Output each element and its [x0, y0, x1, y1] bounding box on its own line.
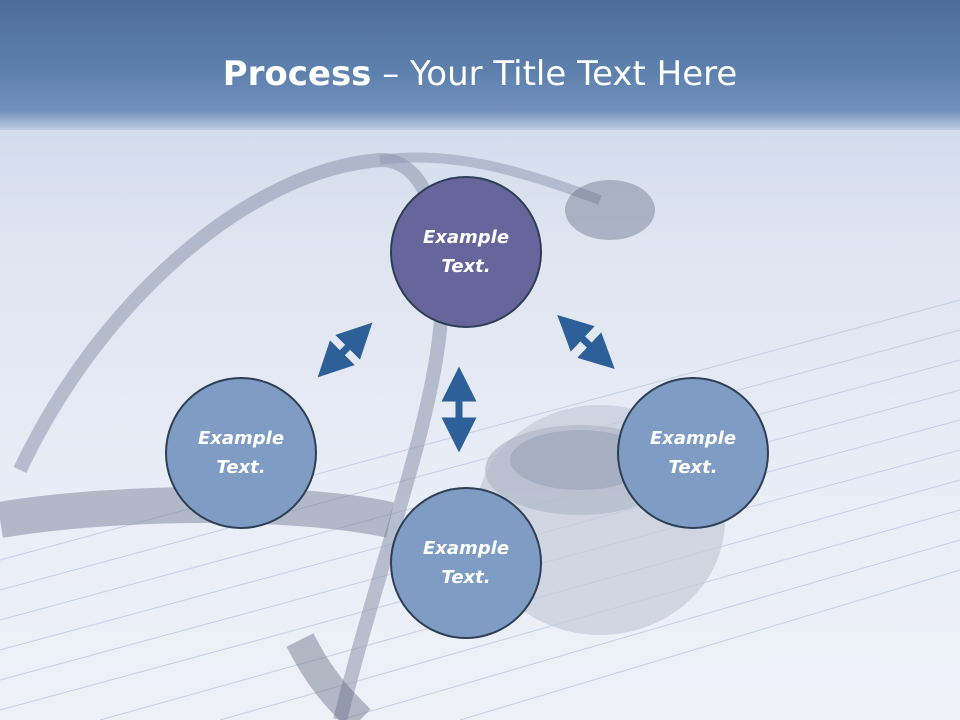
node-bottom-label: Example Text.: [422, 538, 510, 588]
process-node-left: Example Text.: [165, 377, 317, 529]
process-node-top: Example Text.: [390, 176, 542, 328]
node-right-label: Example Text.: [649, 428, 737, 478]
node-top-label: Example Text.: [422, 227, 510, 277]
title-bar: [0, 0, 960, 130]
arrow-top-right: [557, 315, 615, 369]
title-bold: Process: [222, 54, 372, 94]
process-node-right: Example Text.: [617, 377, 769, 529]
title-rest: – Your Title Text Here: [371, 54, 738, 94]
process-node-bottom: Example Text.: [390, 487, 542, 639]
page-title: Process – Your Title Text Here: [0, 52, 960, 96]
node-left-label: Example Text.: [197, 428, 285, 478]
arrow-top-left: [317, 322, 373, 378]
